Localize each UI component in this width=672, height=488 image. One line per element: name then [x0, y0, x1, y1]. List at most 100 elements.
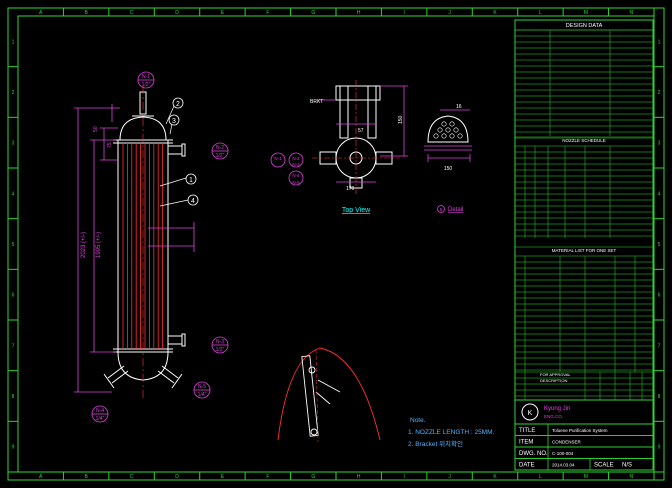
svg-text:K: K: [528, 410, 533, 417]
border-col-top: H: [357, 10, 361, 16]
design-data-table: [515, 29, 653, 400]
border-col-bottom: E: [221, 474, 225, 480]
vessel-elevation: 2023 (+/-) 1905 (+/-) 75 50 2 3 1 4: [74, 71, 229, 423]
border-col-bottom: G: [311, 474, 315, 480]
title-row-value: Toluene Purification System: [552, 428, 608, 433]
detail-holes: [433, 121, 463, 139]
company-sub: ENG.CO.: [544, 414, 563, 419]
bottom-detail: [277, 347, 381, 443]
border-row-left: 3: [12, 141, 15, 147]
border-col-bottom: A: [39, 474, 43, 480]
n3-tag: N-3: [216, 339, 224, 345]
border-row-right: 8: [658, 394, 661, 400]
border-col-bottom: C: [130, 474, 134, 480]
dim-top: 50: [93, 126, 99, 132]
top-view-tag-n5: N-5: [292, 180, 300, 185]
title-row-label: TITLE: [519, 428, 535, 434]
top-view-tag-n1: N-1: [274, 156, 282, 161]
border-col-top: A: [39, 10, 43, 16]
material-list-heading: MATERIAL LIST FOR ONE SET: [552, 248, 617, 253]
detail-number: 5: [440, 207, 443, 212]
border-col-bottom: K: [493, 474, 497, 480]
design-data-heading: DESIGN DATA: [566, 23, 603, 29]
detail-number-balloon: [437, 205, 445, 213]
border-col-top: B: [84, 10, 88, 16]
company-logo: K: [521, 403, 539, 421]
callout-2-label: 2: [176, 101, 180, 108]
for-approval: FOR APPROVAL: [540, 372, 571, 377]
border-col-bottom: L: [539, 474, 542, 480]
border-col-bottom: H: [357, 474, 361, 480]
nozzle-tag-n1: N-1 1/2": [137, 71, 155, 89]
border-col-top: D: [175, 10, 179, 16]
notes-title: Note.: [410, 417, 426, 424]
callout-1-label: 1: [189, 177, 193, 184]
notes-line-1: 1. NOZZLE LENGTH : 25MM.: [408, 429, 495, 436]
detail-dim-bottom: 150: [444, 166, 453, 172]
notes-block: Note. 1. NOZZLE LENGTH : 25MM. 2. Bracke…: [408, 417, 495, 448]
border-row-left: 9: [12, 445, 15, 451]
border-row-right: 1: [658, 39, 661, 45]
detail-dim-top: 16: [456, 104, 462, 110]
notes-line-2: 2. Bracket 위치확인: [408, 439, 463, 448]
border-col-top: N: [629, 10, 633, 16]
border-col-top: E: [221, 10, 225, 16]
border-col-top: L: [539, 10, 542, 16]
top-view-dim-width: 57: [358, 128, 364, 134]
nozzle-tag-n5-bottom: N-5 1/4": [193, 381, 211, 399]
tube-hole: [449, 133, 455, 139]
callout-4: 4: [187, 194, 199, 206]
border-row-right: 4: [658, 191, 661, 197]
tube-hole: [441, 121, 447, 127]
border-col-top: M: [584, 10, 588, 16]
dim-left-inner: 1905 (+/-): [96, 232, 102, 258]
border-row-right: 2: [658, 90, 661, 96]
title-block: DESIGN DATA NOZZLE SCHEDULE MATERIAL LIS…: [514, 19, 654, 471]
border-col-top: I: [403, 10, 404, 16]
border-row-right: 9: [658, 445, 661, 451]
border-col-bottom: I: [403, 474, 404, 480]
top-view-tag-n3: N-3: [292, 162, 300, 167]
border-col-top: K: [493, 10, 497, 16]
n4-size: 1/4": [96, 416, 105, 422]
company-name: Kyung Jin: [544, 406, 570, 412]
tube-hole: [433, 133, 439, 139]
border-ticks: [8, 8, 664, 480]
dim-small: 75: [107, 142, 113, 148]
tube-hole: [445, 127, 451, 133]
nozzle-tag-n3-side: N-3 1/2": [211, 336, 229, 354]
border-col-top: G: [311, 10, 315, 16]
detail-view: 150 16 5 Detail: [424, 104, 472, 213]
tube-hole: [441, 133, 447, 139]
border-row-right: 5: [658, 242, 661, 248]
scale-label: SCALE: [594, 463, 614, 469]
n2-size: 1/2": [216, 153, 225, 159]
n1-size: 1/2": [142, 82, 151, 88]
border-col-bottom: N: [629, 474, 633, 480]
top-view-title: Top View: [342, 207, 371, 214]
border-col-top: F: [266, 10, 269, 16]
dim-left-outer: 2023 (+/-): [81, 232, 87, 258]
border-row-left: 2: [12, 90, 15, 96]
n3-size: 1/2": [216, 347, 225, 353]
callout-3-label: 3: [172, 118, 176, 125]
n5-tag: N-5: [198, 384, 206, 390]
nozzle-tag-n4-bottom: N-4 1/4": [91, 405, 109, 423]
n2-tag: N-2: [216, 145, 224, 151]
border-row-left: 5: [12, 242, 15, 248]
top-view-tag-n4: N-4: [292, 173, 300, 178]
top-view-dim-right: 150: [398, 115, 404, 124]
top-view: 150 57 170 BRKT N-1 N-2 N-3 N-4 N-5 Top …: [270, 80, 408, 214]
border-row-right: 6: [658, 293, 661, 299]
title-row-value: CONDENSER: [552, 440, 582, 445]
top-view-dim-lower: 170: [346, 186, 355, 192]
border-row-left: 6: [12, 293, 15, 299]
vessel-dimensions: [74, 104, 195, 393]
border-row-left: 7: [12, 343, 15, 349]
n1-tag: N-1: [142, 74, 150, 80]
callout-2: 2: [172, 97, 184, 109]
border-col-bottom: J: [448, 474, 451, 480]
top-head: [119, 116, 167, 141]
